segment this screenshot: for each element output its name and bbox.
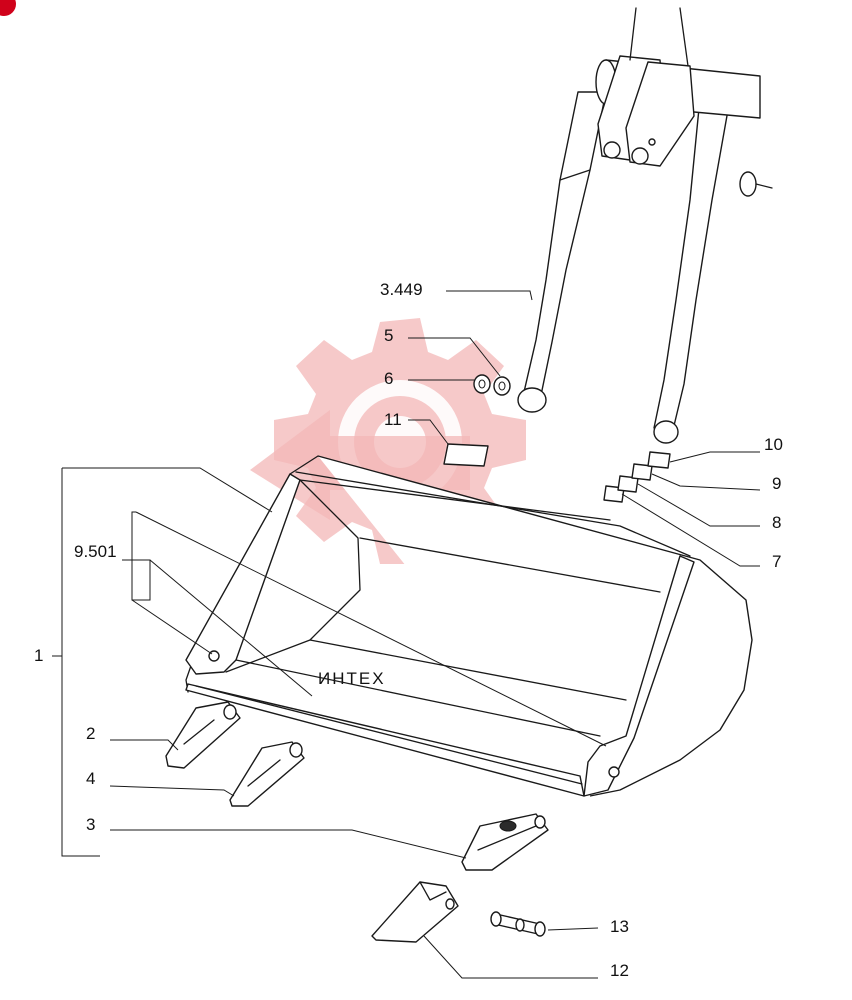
- shim-11: [443, 443, 489, 467]
- callout-5: 5: [384, 326, 393, 345]
- callout-3: 3: [86, 815, 95, 834]
- shim-stack: [603, 451, 671, 503]
- tooth-adapter-2: [165, 701, 241, 769]
- callout-9501: 9.501: [74, 542, 117, 561]
- tooth-12: [371, 881, 459, 943]
- callout-10: 10: [764, 435, 783, 454]
- loader-arm-assembly: [517, 7, 773, 444]
- callout-2: 2: [86, 724, 95, 743]
- callout-8: 8: [772, 513, 781, 532]
- tooth-adapter-3: [461, 813, 549, 871]
- callout-11: 11: [384, 410, 402, 429]
- callout-6: 6: [384, 369, 393, 388]
- callout-3449: 3.449: [380, 280, 423, 299]
- callout-1: 1: [34, 646, 43, 665]
- tooth-adapter-4: [229, 741, 305, 807]
- pin-13: [490, 911, 546, 937]
- leader-lines: [52, 290, 761, 979]
- watermark-text: ИНТЕХ: [318, 669, 386, 688]
- bucket: [185, 455, 753, 797]
- callout-13: 13: [610, 917, 629, 936]
- callout-7: 7: [772, 552, 781, 571]
- corner-badge: [0, 0, 16, 16]
- washer-set: [473, 374, 511, 396]
- callout-4: 4: [86, 769, 95, 788]
- callout-9: 9: [772, 474, 781, 493]
- callout-12: 12: [610, 961, 629, 980]
